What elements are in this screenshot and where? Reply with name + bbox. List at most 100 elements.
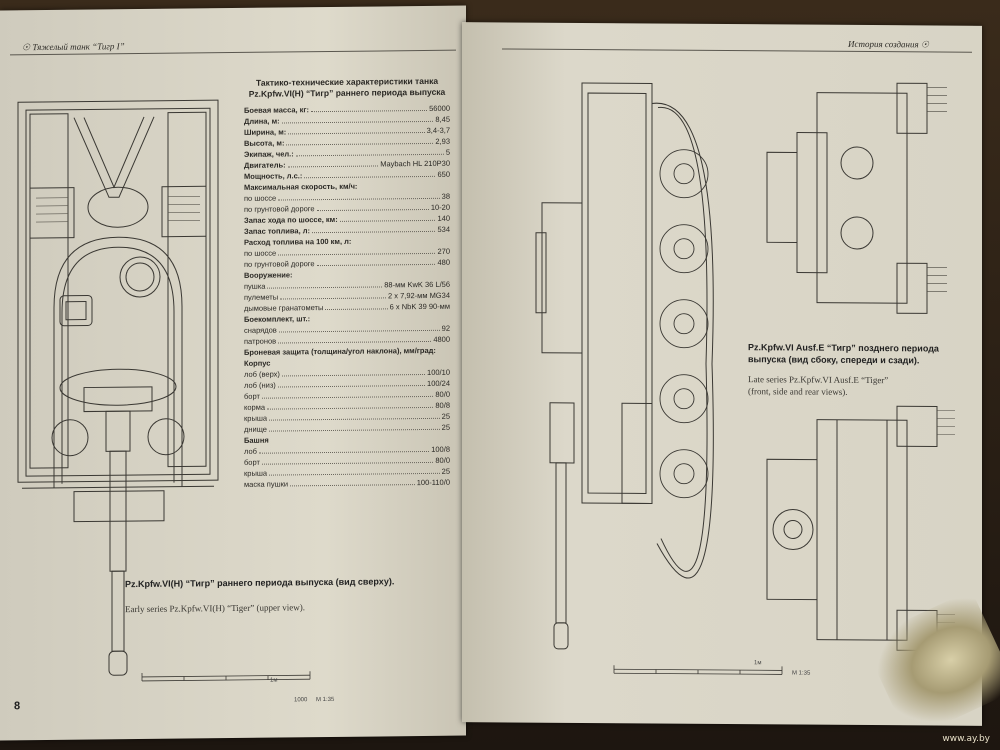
spec-label: Броневая защита (толщина/угол наклона), … [244, 346, 436, 358]
spec-value: 56000 [429, 103, 450, 114]
spec-value: 25 [441, 422, 450, 433]
spec-label: Боекомплект, шт.: [244, 314, 311, 325]
spec-label: Двигатель: [244, 160, 286, 171]
spec-label: Длина, м: [244, 116, 280, 127]
spec-value: 480 [437, 257, 450, 268]
spec-label: Корпус [244, 358, 271, 369]
spec-label: патронов [244, 336, 277, 347]
spec-leader-dots [269, 418, 440, 421]
spec-leader-dots [269, 473, 440, 476]
spec-value: 650 [437, 169, 450, 180]
specs-title: Тактико-технические характеристики танка… [244, 76, 450, 99]
spec-value: 534 [437, 224, 450, 235]
spec-label: по шоссе [244, 193, 277, 204]
spec-label: по грунтовой дороге [244, 259, 315, 270]
spec-leader-dots [312, 231, 436, 234]
scale-label-right-1m: 1м [754, 660, 762, 667]
scale-label-ratio-right: М 1:35 [792, 670, 811, 677]
spec-value: 2 x 7,92-мм MG34 [387, 290, 450, 301]
spec-label: лоб [244, 446, 257, 457]
spec-label: Расход топлива на 100 км, л: [244, 237, 352, 248]
spec-leader-dots [268, 429, 440, 432]
spec-leader-dots [278, 330, 440, 333]
scale-label-1000: 1000 [294, 697, 308, 704]
spec-row: Броневая защита (толщина/угол наклона), … [244, 345, 450, 358]
spec-label: Запас хода по шоссе, км: [244, 215, 338, 226]
spec-leader-dots [316, 209, 429, 212]
spec-label: Башня [244, 435, 269, 446]
spec-label: пулеметы [244, 292, 279, 303]
spec-value: 270 [437, 246, 450, 257]
spec-label: Вооружение: [244, 270, 293, 281]
spec-value: 80/0 [435, 389, 450, 400]
scale-label-ratio-left: М 1:35 [316, 696, 335, 704]
spec-value: 8,45 [435, 114, 450, 125]
scale-bar-left [141, 671, 311, 682]
spec-label: борт [244, 457, 260, 468]
spec-label: Ширина, м: [244, 127, 287, 138]
spec-leader-dots [261, 396, 434, 399]
spec-value: 100/10 [427, 367, 450, 378]
spec-label: по грунтовой дороге [244, 204, 315, 215]
spec-leader-dots [286, 143, 434, 146]
spec-label: борт [244, 391, 260, 402]
spec-value: 80/8 [435, 400, 450, 411]
spec-leader-dots [277, 385, 426, 388]
spec-value: 10-20 [430, 202, 450, 213]
spec-value: 4800 [433, 334, 450, 345]
caption-ru-right: Pz.Kpfw.VI Ausf.E “Тигр” позднего период… [748, 342, 968, 367]
spec-value: 2,93 [435, 136, 450, 147]
spec-label: крыша [244, 413, 268, 424]
spec-leader-dots [288, 132, 425, 135]
spec-value: 25 [441, 411, 450, 422]
spec-value: 3,4-3,7 [426, 125, 450, 136]
spec-leader-dots [261, 462, 434, 465]
spec-value: 38 [441, 191, 450, 202]
spec-row: маска пушки 100-110/0 [244, 477, 450, 490]
spec-value: 100/8 [431, 444, 450, 455]
page-number: 8 [14, 700, 21, 713]
spec-label: Запас топлива, л: [244, 226, 310, 237]
spec-leader-dots [267, 407, 434, 410]
spec-value: 100-110/0 [416, 477, 450, 488]
spec-leader-dots [325, 308, 388, 311]
spec-leader-dots [278, 253, 436, 256]
spec-leader-dots [278, 198, 440, 201]
spec-value: 100/24 [427, 378, 450, 389]
spec-value: 5 [445, 147, 450, 158]
spec-label: корма [244, 402, 266, 413]
spec-leader-dots [258, 451, 430, 454]
running-head-right: История создания ☉ [848, 38, 929, 50]
tank-rear-view-drawing [766, 82, 947, 314]
spec-leader-dots [311, 110, 428, 113]
spec-leader-dots [280, 297, 386, 300]
spec-value: 6 x NbK 39 90-мм [389, 301, 450, 312]
specifications-table: Тактико-технические характеристики танка… [244, 76, 450, 490]
spec-label: Максимальная скорость, км/ч: [244, 181, 358, 193]
watermark: www.ay.by [942, 734, 990, 744]
caption-en-right-line2: (front, side and rear views). [748, 385, 848, 397]
right-page: История создания ☉ [462, 22, 982, 726]
spec-label: днище [244, 424, 267, 435]
caption-ru-left: Pz.Kpfw.VI(H) “Тигр” раннего периода вып… [125, 576, 395, 590]
caption-ru-right-line2: выпуска (вид сбоку, спереди и сзади). [748, 353, 920, 366]
spec-leader-dots [295, 154, 444, 157]
spec-label: дымовые гранатометы [244, 303, 324, 314]
left-page: ☉ Тяжелый танк “Тигр I” [0, 5, 466, 741]
specs-title-line2: Pz.Kpfw.VI(H) “Тигр” раннего периода вып… [248, 86, 446, 99]
spec-leader-dots [267, 286, 383, 289]
spec-leader-dots [304, 176, 436, 179]
spec-label: лоб (низ) [244, 380, 276, 391]
spec-leader-dots [290, 484, 415, 487]
spec-value: 80/0 [435, 455, 450, 466]
caption-en-left: Early series Pz.Kpfw.VI(H) “Tiger” (uppe… [125, 602, 306, 615]
spec-leader-dots [281, 121, 434, 124]
spec-label: маска пушки [244, 479, 289, 490]
spec-value: 25 [441, 466, 450, 477]
scale-bar-right [613, 665, 783, 675]
spec-label: по шоссе [244, 248, 277, 259]
tank-side-view-drawing [535, 82, 714, 650]
spec-value: 140 [437, 213, 450, 224]
spec-label: снарядов [244, 325, 277, 336]
